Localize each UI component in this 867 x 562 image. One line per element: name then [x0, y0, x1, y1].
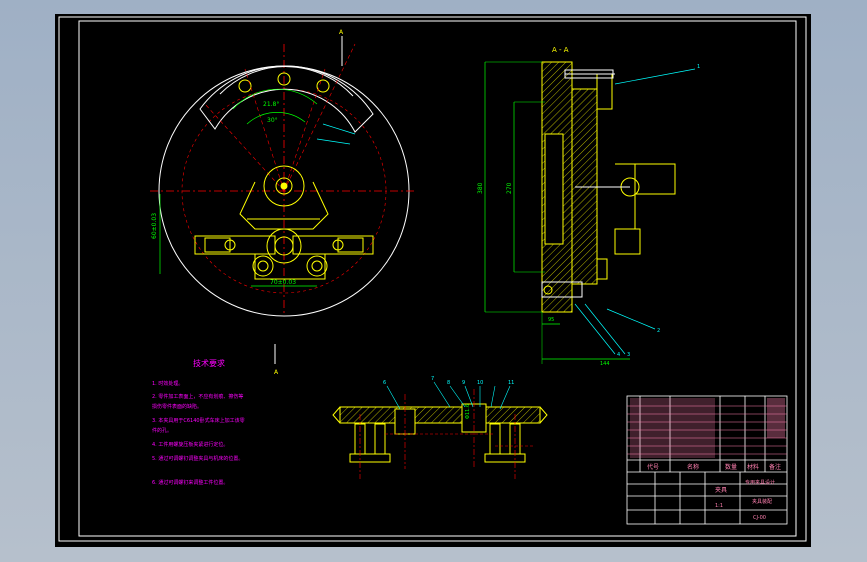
inner-height-dim: 270	[506, 182, 513, 194]
tech-req-line-4: 3. 本夹具用于C6140卧式车床上加工该零	[152, 417, 245, 424]
balloon-bottom-1: 6	[383, 380, 386, 386]
drawing-name: 夹具	[715, 486, 727, 494]
bottom-dim: 70±0.03	[270, 279, 296, 286]
cad-drawing: 21.8° 30°	[58, 16, 807, 542]
bottom-view	[332, 389, 548, 479]
tech-req-title: 技术要求	[193, 358, 225, 368]
tech-req-line-3: 损伤零件表面的缺陷。	[152, 403, 202, 410]
balloon-right-4: 4	[617, 352, 620, 358]
balloon-bottom-5: 10	[477, 380, 483, 386]
phi-dim: Φ11.6	[465, 404, 471, 419]
outer-frame	[58, 16, 807, 542]
technical-requirements: 技术要求 1. 时效处理。 2. 零件加工表面上，不应有划痕、擦伤等 损伤零件表…	[152, 358, 245, 486]
angle-dim-small: 30°	[267, 117, 278, 124]
company-name: 专用夹具设计	[745, 479, 775, 486]
scale: 1:1	[715, 503, 723, 509]
drawing-sheet: 21.8° 30°	[55, 14, 811, 547]
section-label: A - A	[552, 46, 569, 54]
section-view: A - A	[477, 46, 700, 367]
bottom-view-leaders: 6 7 8 9 10 11 Φ11.6	[383, 376, 514, 419]
part-name: 夹具装配	[752, 498, 772, 505]
header-material: 材料	[747, 463, 759, 471]
tech-req-line-8: 6. 通过可调螺钉来调整工件位置。	[152, 479, 228, 486]
header-remark: 备注	[769, 463, 781, 471]
header-qty: 数量	[725, 463, 737, 471]
balloon-bottom-6: 11	[508, 380, 514, 386]
tech-req-line-6: 4. 工件用螺旋压板夹紧进行定位。	[152, 441, 228, 448]
tech-req-line-1: 1. 时效处理。	[152, 380, 183, 387]
balloon-bottom-3: 8	[447, 380, 450, 386]
balloon-bottom-2: 7	[431, 376, 434, 382]
parts-list	[627, 398, 787, 458]
clamp-body	[194, 165, 374, 280]
base-dim: 95	[548, 317, 554, 323]
arc-slot	[199, 65, 374, 133]
drawing-number: CJ-00	[753, 515, 766, 521]
angle-dim-large: 21.8°	[263, 101, 279, 108]
header-name: 名称	[687, 463, 699, 471]
inner-frame	[78, 20, 797, 537]
balloon-right-3: 3	[627, 352, 630, 358]
bottom-length-dim: 144	[600, 361, 610, 367]
left-vertical-dim: 60±0.03	[151, 213, 158, 239]
tech-req-line-5: 件的孔。	[152, 427, 172, 434]
clamp-assembly	[575, 163, 676, 280]
section-mark-bottom: A	[274, 369, 279, 376]
tech-req-line-7: 5. 通过可调螺钉调整夹具与机床的位置。	[152, 455, 243, 462]
front-view: 21.8° 30°	[150, 29, 417, 376]
balloon-bottom-4: 9	[462, 380, 465, 386]
balloon-right-2: 2	[657, 328, 660, 334]
overall-height-dim: 380	[477, 182, 484, 194]
header-code: 代号	[647, 463, 659, 471]
balloon-right-1: 1	[697, 64, 700, 70]
title-block	[626, 395, 788, 525]
tech-req-line-2: 2. 零件加工表面上，不应有划痕、擦伤等	[152, 393, 243, 400]
title-block-text: 代号 名称 数量 材料 备注 夹具 专用夹具设计 夹具装配 CJ-00 1:1	[647, 463, 781, 521]
section-mark-top: A	[339, 29, 344, 36]
